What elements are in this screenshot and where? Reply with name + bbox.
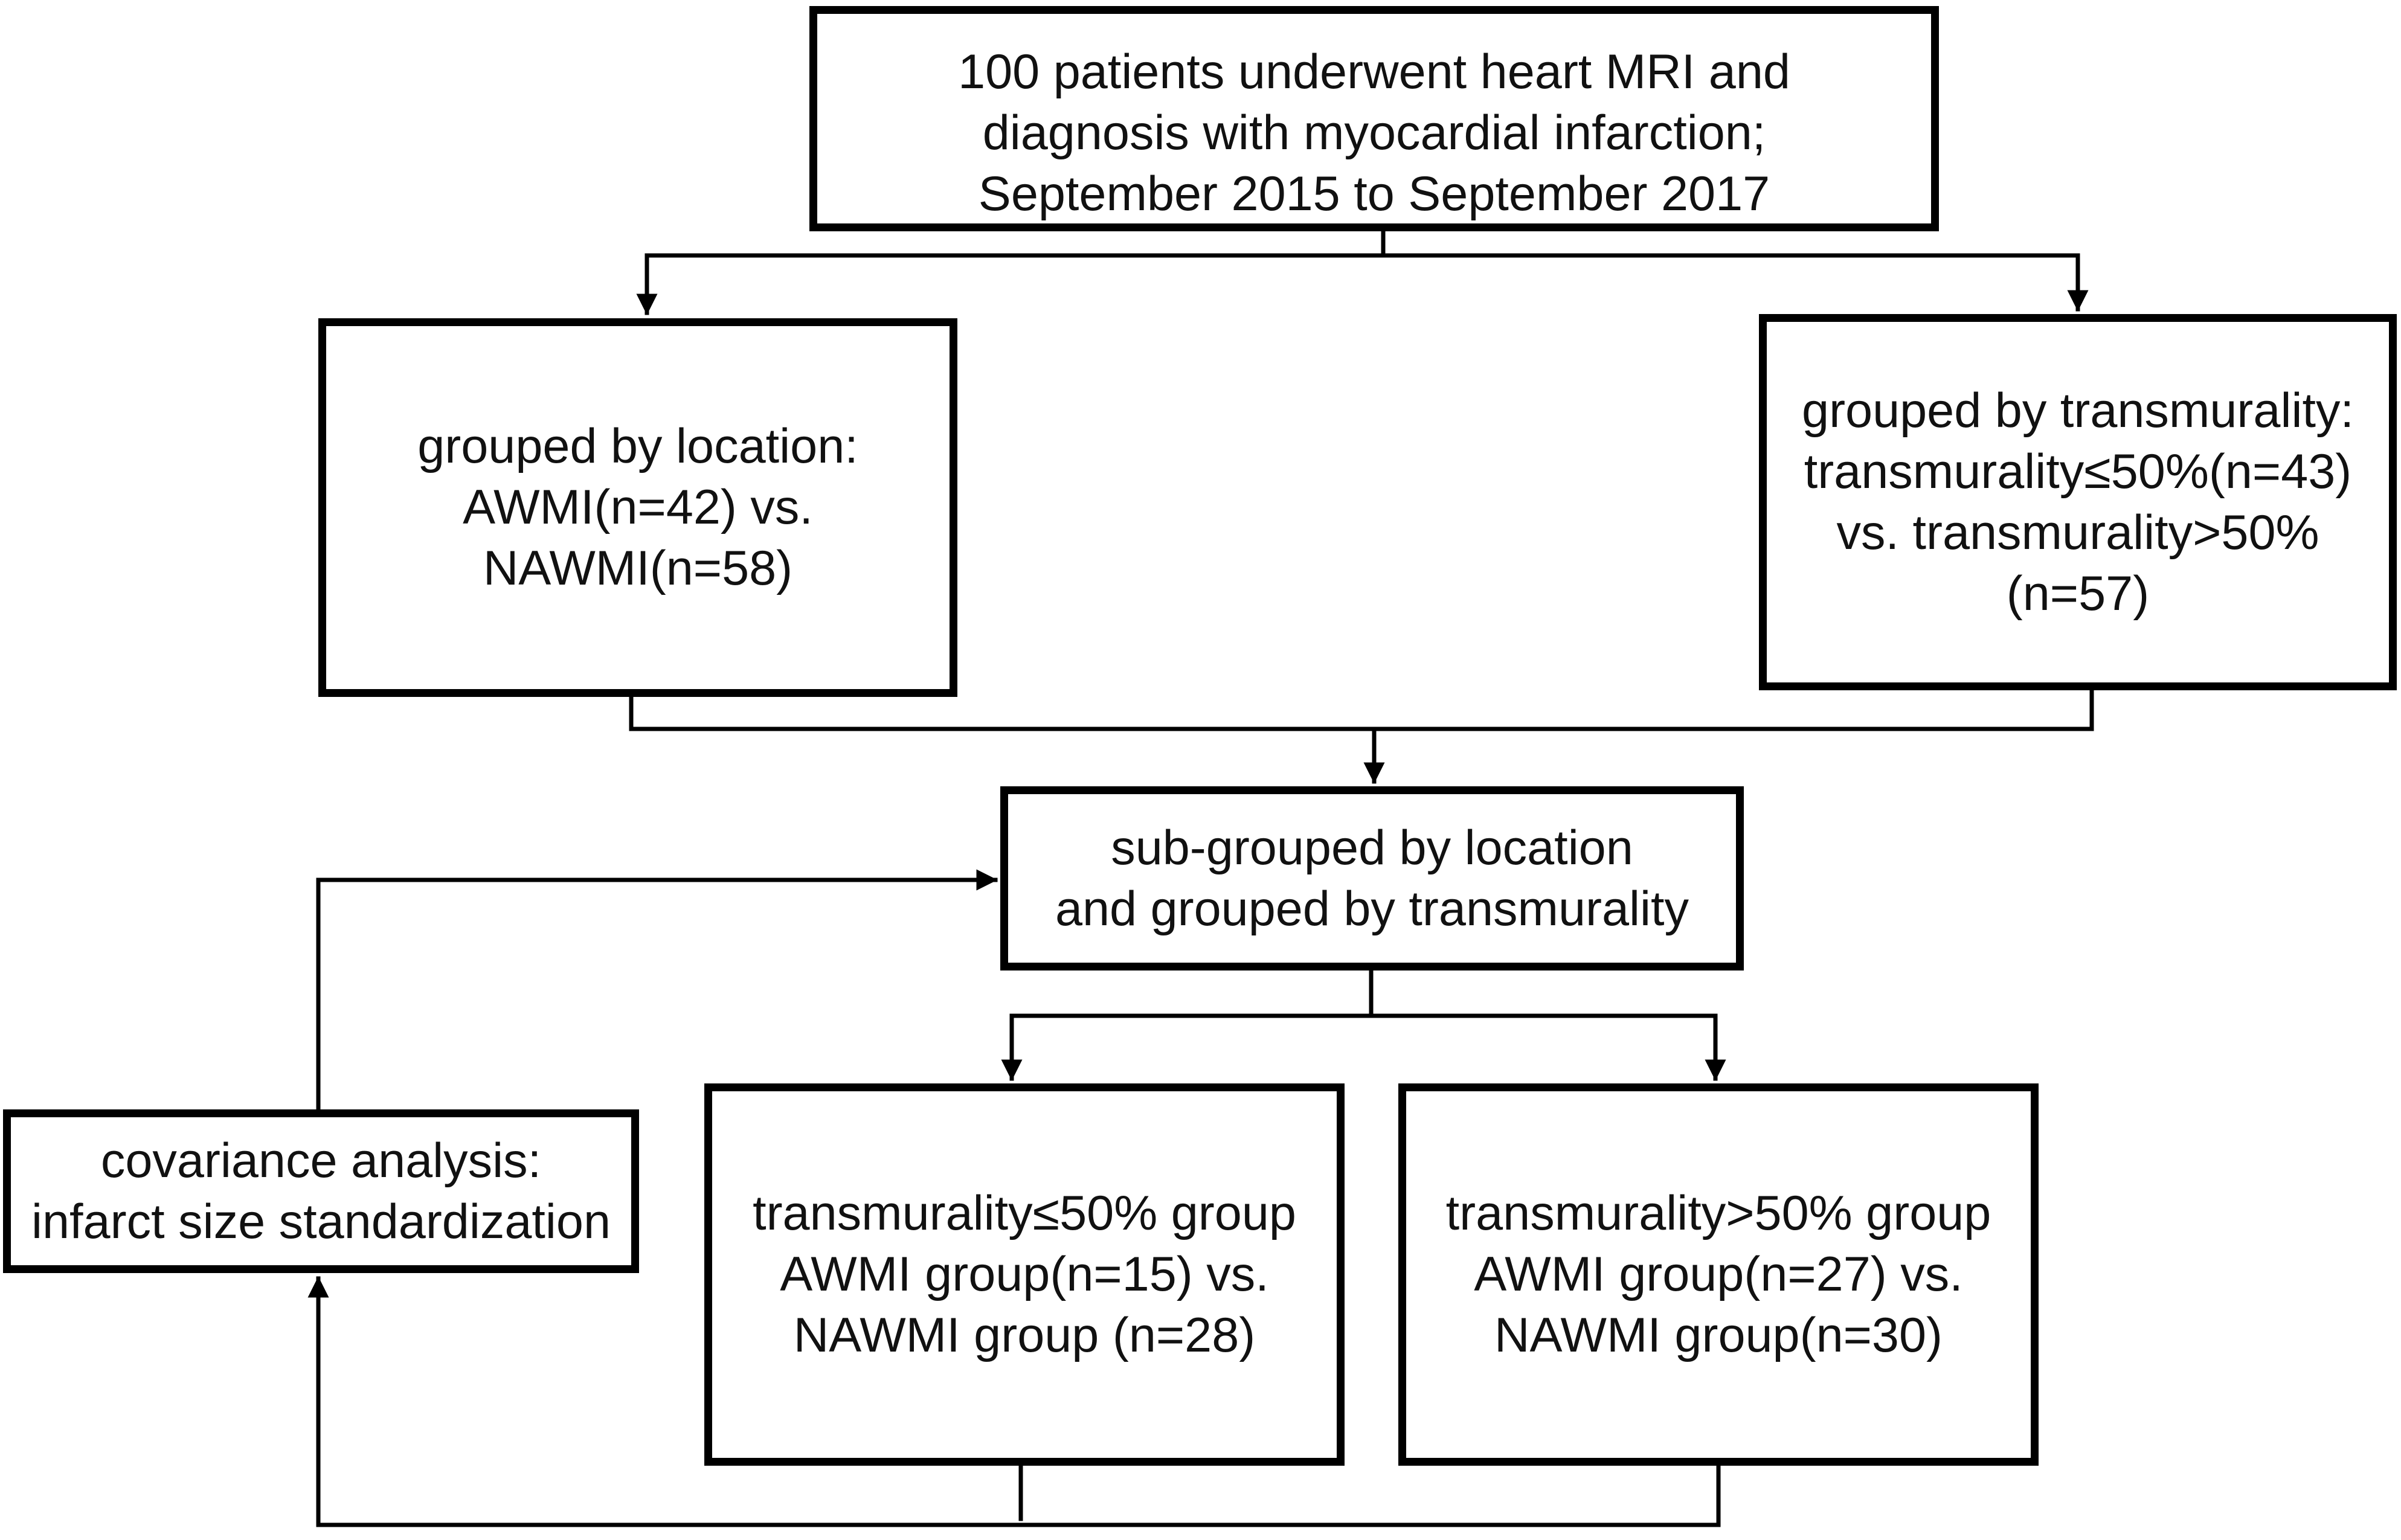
box-covariance-analysis: covariance analysis: infarct size standa… xyxy=(3,1109,639,1273)
box-transmurality-low-group: transmurality≤50% group AWMI group(n=15)… xyxy=(704,1083,1345,1466)
connector-subgroup-to-high xyxy=(1369,1013,1726,1081)
box-line: NAWMI(n=58) xyxy=(483,541,793,595)
connector-bottom-to-covariance xyxy=(307,1276,1721,1527)
box-transmurality-high-group: transmurality>50% group AWMI group(n=27)… xyxy=(1398,1083,2039,1466)
box-line: AWMI group(n=27) vs. xyxy=(1474,1247,1963,1301)
box-grouped-by-location: grouped by location: AWMI(n=42) vs. NAWM… xyxy=(318,318,957,697)
box-patients-mri: 100 patients underwent heart MRI and dia… xyxy=(809,6,1939,231)
box-line: vs. transmurality>50% xyxy=(1836,505,2319,560)
connector-subgroup-to-low xyxy=(1001,968,1374,1081)
box-line: September 2015 to September 2017 xyxy=(978,167,1770,221)
connector-top-to-transmurality xyxy=(1381,253,2089,312)
box-line: AWMI(n=42) vs. xyxy=(463,480,813,534)
box-line: sub-grouped by location xyxy=(1111,820,1633,875)
box-line: AWMI group(n=15) vs. xyxy=(780,1247,1269,1301)
box-line: and grouped by transmurality xyxy=(1055,881,1689,936)
connector-top-to-location xyxy=(636,229,1386,315)
box-line: diagnosis with myocardial infarction; xyxy=(982,106,1766,160)
box-line: transmurality≤50% group xyxy=(753,1186,1296,1240)
box-line: transmurality≤50%(n=43) xyxy=(1804,444,2352,499)
box-grouped-by-transmurality: grouped by transmurality: transmurality≤… xyxy=(1759,314,2397,690)
box-line: transmurality>50% group xyxy=(1445,1186,1991,1240)
box-line: covariance analysis: xyxy=(100,1133,542,1188)
box-line: 100 patients underwent heart MRI and xyxy=(958,45,1790,99)
box-line: grouped by transmurality: xyxy=(1802,383,2354,438)
box-subgrouped: sub-grouped by location and grouped by t… xyxy=(1000,786,1744,971)
box-line: (n=57) xyxy=(2006,566,2150,621)
connector-location-to-merge xyxy=(629,688,2094,731)
box-line: grouped by location: xyxy=(417,419,858,473)
connector-covariance-to-subgroup xyxy=(316,869,998,1112)
box-line: infarct size standardization xyxy=(31,1194,611,1249)
box-line: NAWMI group(n=30) xyxy=(1494,1308,1943,1362)
box-line: NAWMI group (n=28) xyxy=(793,1308,1256,1362)
